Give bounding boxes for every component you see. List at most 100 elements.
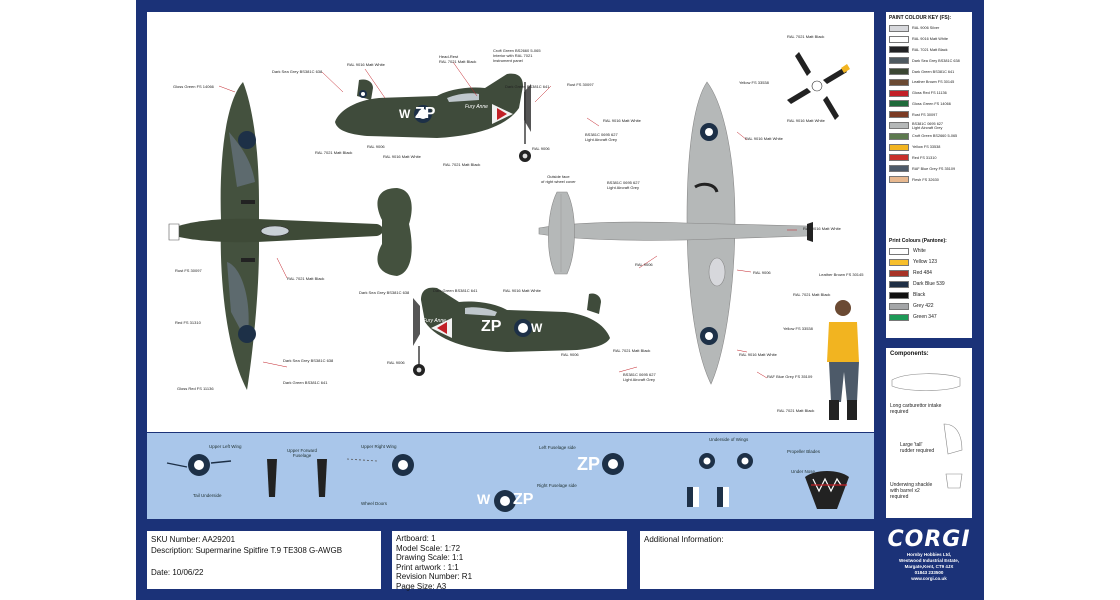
label-light-aircraft-grey-c: BS381C 0695 627 Light Aircraft Grey [623,372,656,382]
paint-label: Red FS 31310 [912,155,937,160]
paint-swatch [889,132,909,140]
description: Description: Supermarine Spitfire T.9 TE… [151,546,343,555]
label-matt-black-left: RAL 7021 Matt Black [287,276,325,281]
nose-art-bottom: Fury Anne [423,318,446,324]
print-row: Yellow 123 [886,257,972,268]
paint-label: Leather Brown FS 30145 [912,80,955,85]
decal-code-left: ZP [577,454,601,474]
paint-label: RAF Blue Grey FS 35109 [912,166,956,171]
paint-label: RAL 9006 Silver [912,26,940,31]
carb-intake-sketch [891,373,961,391]
decal-label-upper-left-wing: Upper Left Wing [209,444,242,449]
paint-swatch [889,100,909,108]
print-swatch [889,313,909,321]
paint-row: BS381C 0695 627 Light Aircraft Grey [886,120,972,131]
pilot-figure [827,300,859,420]
print-label: Black [913,292,926,299]
code-letter-w-bottom: W [531,321,543,335]
label-dark-green-bottom: Dark Green BS381C 641 [283,380,328,385]
paint-row: Gloss Red FS 11136 [886,88,972,99]
artwork-panel: Gloss Green FS 14066 Dark Sea Grey BS381… [147,12,874,432]
label-ral9006-b: RAL 9006 [532,146,550,151]
decal-label-wheel-doors: Wheel Doors [361,501,388,506]
paint-label: RAL 9016 Matt White [912,37,948,42]
paint-row: Yellow FS 33538 [886,142,972,153]
artboard-box: Artboard: 1 Model Scale: 1:72 Drawing Sc… [392,531,627,591]
decal-label-propeller-blades: Propeller Blades [787,449,821,454]
print-swatch [889,258,909,266]
decal-code-right: ZP [513,491,534,508]
side-view-aircraft-right [413,287,610,376]
date: Date: 10/06/22 [151,568,204,577]
label-under-ral9006: RAL 9006 [635,262,653,267]
code-letter-w-top: W [399,107,411,121]
additional-info-label: Additional Information: [644,535,724,544]
print-key-title: Print Colours (Pantone): [889,237,947,244]
label-pilot-yellow: Yellow FS 33538 [783,326,813,331]
label-matt-white-right: RAL 9016 Matt White [603,118,641,123]
aircraft-drawings [168,52,859,420]
paint-label: Gloss Red FS 11136 [912,91,947,96]
print-row: Green 347 [886,312,972,323]
decal-label-underside-wings: Underside of Wings [709,437,749,442]
paint-label: Dark Sea Grey BS381C 638 [912,58,960,63]
print-row: Black [886,290,972,301]
decal-roundels [188,453,753,512]
label-prop-yellow: Yellow FS 33538 [739,80,769,85]
paint-row: Dark Green BS381C 641 [886,66,972,77]
label-gloss-green: Gloss Green FS 14066 [173,84,214,89]
label-ral9006-a: RAL 9006 [367,144,385,149]
paint-row: RAL 9016 Matt White [886,34,972,45]
components-panel: Components: Long carburettor intake requ… [886,348,972,518]
label-red-left: Red FS 31310 [175,320,201,325]
print-row: Red 484 [886,268,972,279]
print-swatch [889,291,909,299]
decal-label-left-fuselage: Left Fuselage side [539,445,576,450]
print-label: White [913,248,926,255]
decal-label-right-fuselage: Right Fuselage side [537,483,577,488]
paint-label: RAL 7021 Matt Black [912,47,948,52]
label-rust-left: Rust FS 30097 [175,268,202,273]
paint-key-title: PAINT COLOUR KEY (FS): [889,15,952,21]
label-under-ral9006-2: RAL 9006 [753,270,771,275]
paint-row: Red FS 31310 [886,153,972,164]
decal-label-upper-fwd-fuselage: Upper Forward Fuselage [287,448,318,458]
wheel-cover [548,191,575,275]
paint-swatch [889,122,909,130]
component-shackle: Underwing shackle with barrel x2 require… [890,482,933,500]
component-drawings [891,373,963,489]
additional-info-box: Additional Information: [640,531,874,589]
decal-fuselage-strips [267,459,327,497]
label-matt-white-c: RAL 9016 Matt White [383,154,421,159]
label-under-white-2: RAL 9016 Matt White [803,226,841,231]
paint-row: Gloss Green FS 14066 [886,99,972,110]
underside-view-aircraft [538,81,813,385]
paint-swatch [889,154,909,162]
paint-swatch [889,176,909,184]
code-letters-bottom: ZP [481,318,502,335]
paint-row: Dark Sea Grey BS381C 638 [886,55,972,66]
print-label: Yellow 123 [913,259,938,266]
paint-label: Gloss Green FS 14066 [912,101,951,106]
paint-row: Flesh FS 32630 [886,174,972,185]
label-pilot-black-b: RAL 7021 Matt Black [777,408,815,413]
shackle-sketch [945,473,963,489]
paint-label: BS381C 0695 627 Light Aircraft Grey [912,121,944,130]
label-light-aircraft-grey-b: BS381C 0695 627 Light Aircraft Grey [607,180,640,190]
label-dark-sea-grey-left: Dark Sea Grey BS381C 638 [359,290,410,295]
label-leather-brown: Leather Brown FS 30145 [819,272,864,277]
components-title: Components: [890,351,929,357]
print-swatch [889,269,909,277]
label-dark-sea-grey: Dark Sea Grey BS381C 638 [272,69,323,74]
print-row: Grey 422 [886,301,972,312]
label-matt-black-bottom: RAL 7021 Matt Black [613,348,651,353]
paint-label: Flesh FS 32630 [912,177,939,182]
label-matt-white-bottom: RAL 9016 Matt White [503,288,541,293]
side-view-aircraft-left [335,73,531,162]
paint-row: Rust FS 30097 [886,109,972,120]
paint-row: Croft Green BS2660 5-065 [886,131,972,142]
leader-lines [218,61,797,379]
paint-label: Yellow FS 33538 [912,145,941,150]
